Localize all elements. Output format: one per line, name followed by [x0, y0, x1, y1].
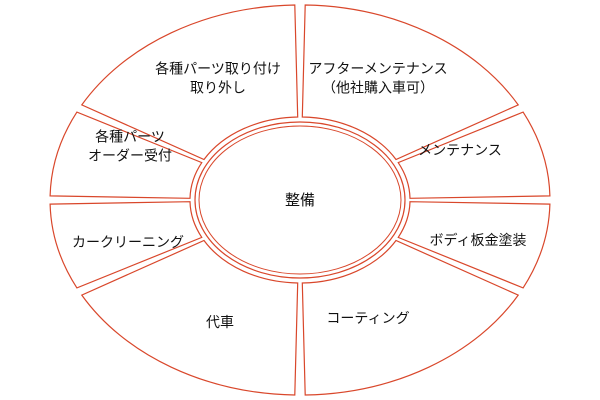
segment-label-maintenance-line-1: メンテナンス	[418, 143, 502, 159]
segment-label-coating-line-1: コーティング	[326, 311, 409, 327]
segment-body-paint	[397, 201, 551, 289]
center-ellipse-outer	[194, 121, 406, 279]
segment-label-car-cleaning-line-1: カークリーニング	[72, 235, 184, 251]
segment-after-maintenance	[301, 4, 520, 161]
segment-label-parts-install-line-2: 取り外し	[190, 81, 246, 97]
segment-maintenance	[397, 111, 551, 199]
segment-car-cleaning	[49, 201, 203, 289]
segment-parts-order	[49, 111, 203, 199]
segment-label-loaner-line-1: 代車	[206, 314, 234, 331]
segment-coating	[301, 239, 520, 396]
segment-label-after-maintenance-line-2: （他社購入車可）	[322, 80, 434, 97]
outer-ring	[49, 4, 551, 396]
segment-label-parts-install-line-1: 各種パーツ取り付け	[155, 62, 281, 78]
segment-label-parts-order-line-1: 各種パーツ	[95, 130, 165, 146]
segment-label-parts-order-line-2: オーダー受付	[88, 149, 172, 165]
segment-parts-install	[80, 4, 299, 161]
segment-label-body-paint-line-1: ボディ板金塗装	[429, 232, 526, 249]
center-hub: 整備	[194, 121, 406, 279]
center-label: 整備	[285, 191, 315, 209]
segment-loaner	[80, 239, 299, 396]
segment-label-after-maintenance-line-1: アフターメンテナンス	[308, 62, 447, 78]
center-ellipse-inner	[198, 125, 402, 275]
